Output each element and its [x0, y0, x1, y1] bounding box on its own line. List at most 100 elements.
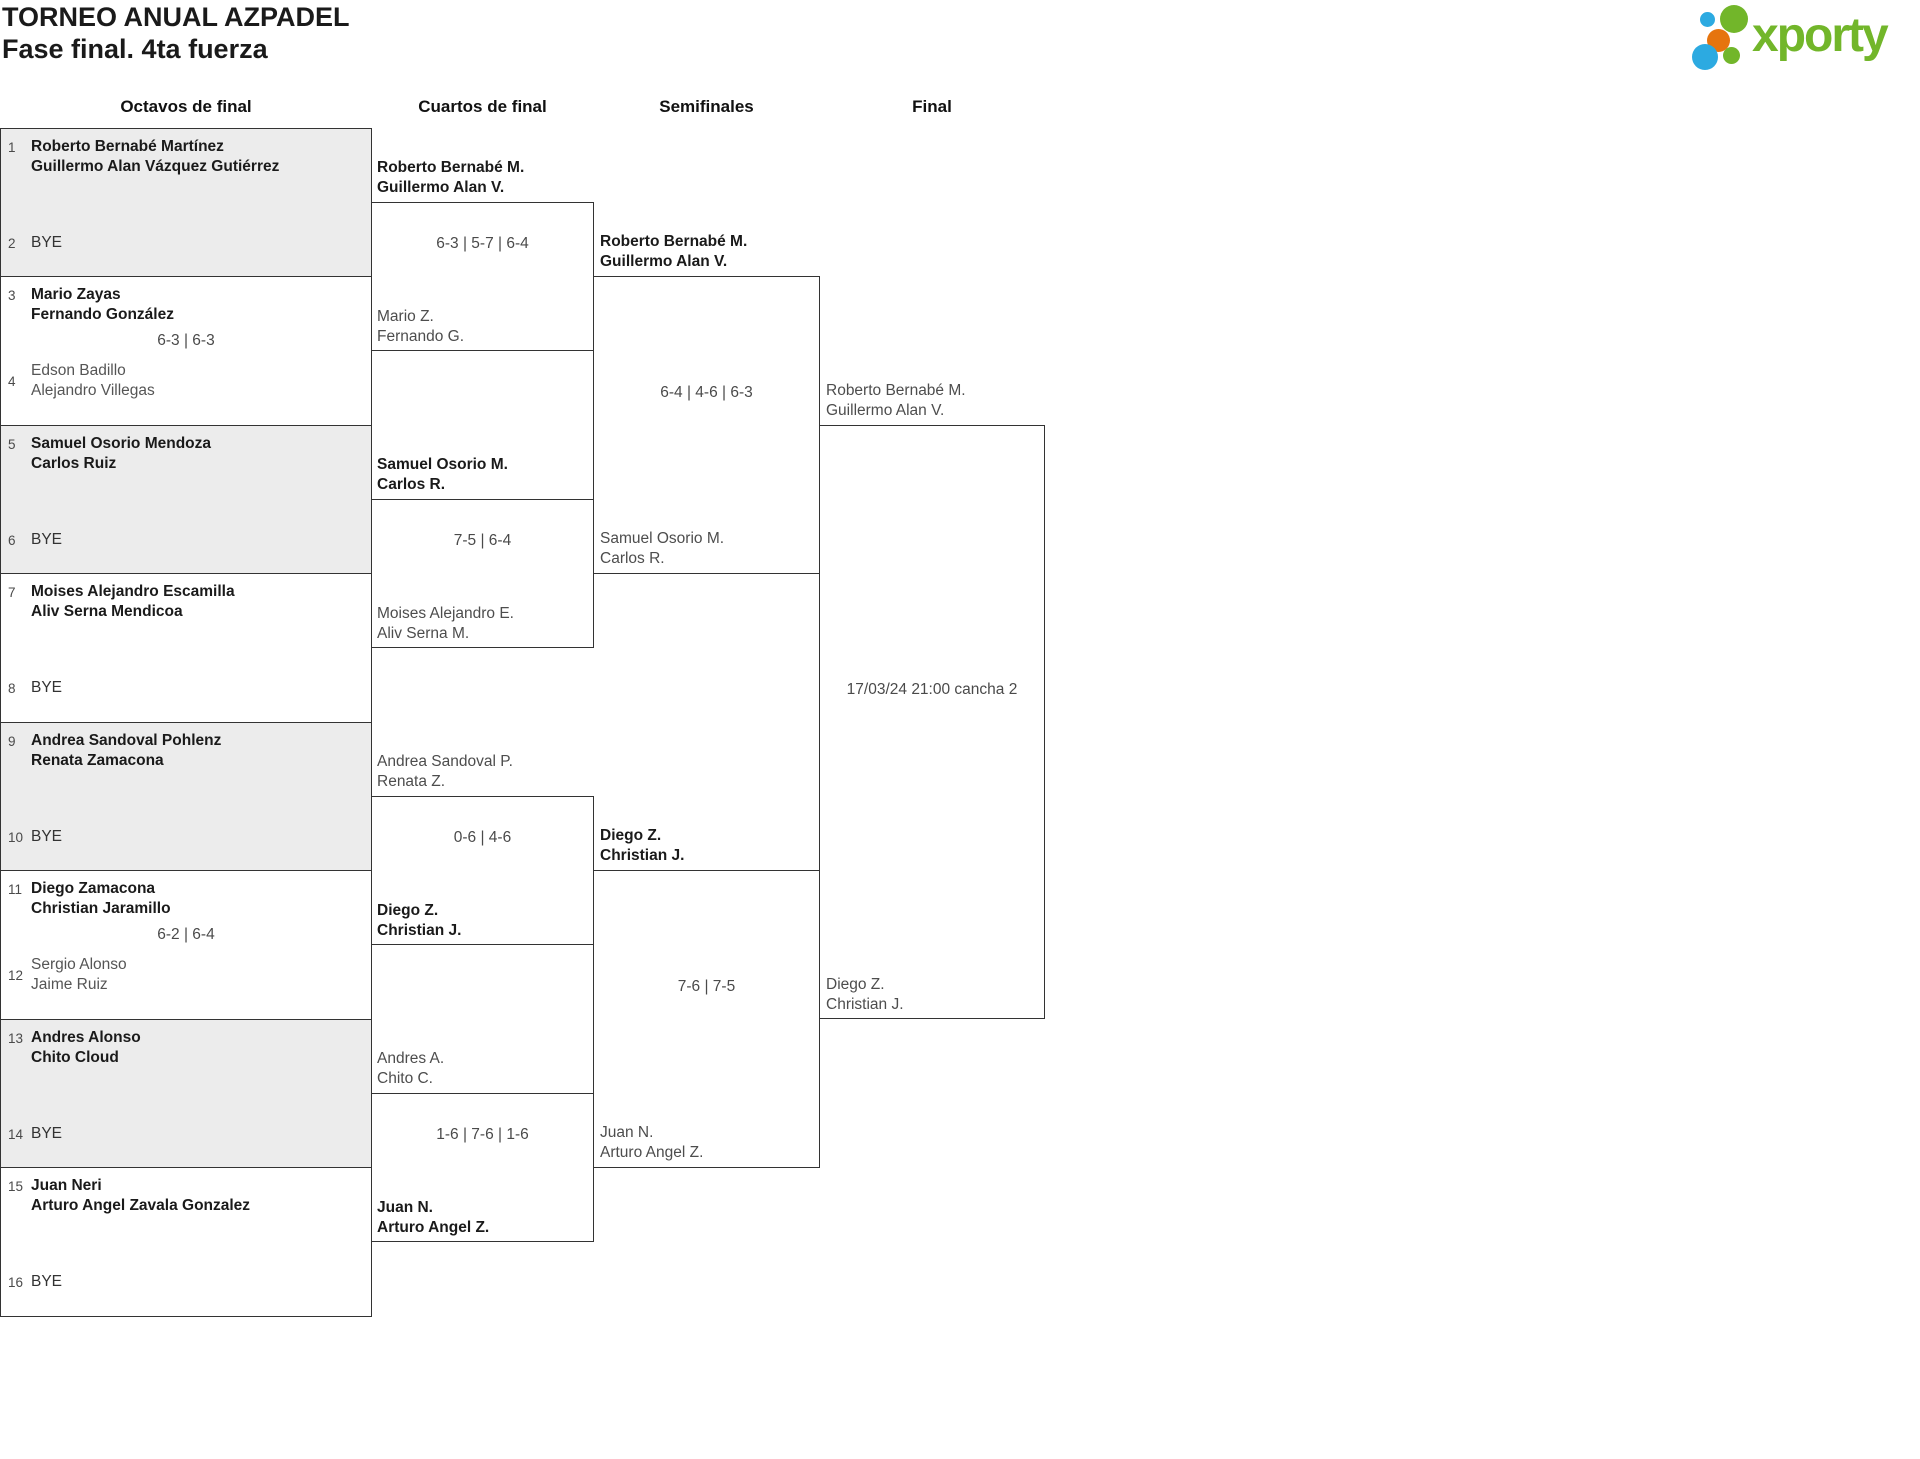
qf2-top-team: Samuel Osorio M.Carlos R.	[377, 456, 508, 493]
xporty-logo-text: xporty	[1752, 9, 1889, 62]
seed-number: 3	[8, 288, 16, 303]
sf2-bottom-team: Juan N.Arturo Angel Z.	[600, 1124, 704, 1161]
seed-number: 5	[8, 437, 16, 452]
team-name: Moises Alejandro Escamilla	[31, 583, 235, 600]
seed-number: 14	[8, 1126, 24, 1142]
team-name: BYE	[31, 234, 63, 251]
team-name: Chito Cloud	[31, 1049, 119, 1066]
team-name: BYE	[31, 1273, 63, 1290]
team-entry: 6 BYE	[8, 530, 365, 550]
team-name: BYE	[31, 531, 63, 548]
r16-match-6-score: 6-2 | 6-4	[157, 926, 215, 943]
team-name: BYE	[31, 828, 63, 845]
team-name: Juan Neri	[31, 1177, 102, 1194]
qf1-top-team: Roberto Bernabé M.Guillermo Alan V.	[377, 159, 525, 196]
qf3-score: 0-6 | 4-6	[453, 829, 512, 846]
team-entry: 10 BYE	[8, 827, 365, 847]
final-top-team: Roberto Bernabé M.Guillermo Alan V.	[826, 382, 966, 419]
team-name: Diego Zamacona	[31, 880, 156, 897]
sf-match-2[interactable]	[593, 870, 820, 1168]
seed-number: 2	[8, 235, 16, 251]
sf1-top-team: Roberto Bernabé M.Guillermo Alan V.	[600, 233, 748, 270]
team-name: Christian Jaramillo	[31, 900, 171, 917]
team-name: Carlos Ruiz	[31, 455, 117, 472]
team-name: Renata Zamacona	[31, 752, 164, 769]
page-subtitle: Fase final. 4ta fuerza	[2, 34, 268, 64]
qf4-bottom-team: Juan N.Arturo Angel Z.	[377, 1199, 490, 1236]
seed-number: 16	[8, 1274, 24, 1290]
seed-number: 11	[8, 882, 23, 897]
seed-number: 10	[8, 829, 24, 845]
team-name: Arturo Angel Zavala Gonzalez	[31, 1197, 251, 1214]
sf1-bottom-team: Samuel Osorio M.Carlos R.	[600, 530, 725, 567]
qf2-bottom-team: Moises Alejandro E.Aliv Serna M.	[377, 605, 514, 642]
qf1-score: 6-3 | 5-7 | 6-4	[436, 235, 529, 252]
final-bottom-team: Diego Z.Christian J.	[826, 976, 904, 1013]
qf1-bottom-team: Mario Z.Fernando G.	[377, 308, 465, 345]
logo-dot-green-large	[1720, 5, 1748, 33]
seed-number: 12	[8, 967, 24, 983]
seed-number: 15	[8, 1179, 24, 1194]
team-name: Jaime Ruiz	[31, 976, 108, 993]
team-name: Fernando González	[31, 306, 174, 323]
r16-match-2-score: 6-3 | 6-3	[157, 332, 215, 349]
page-title: TORNEO ANUAL AZPADEL	[2, 2, 350, 32]
round-header-final: Final	[912, 97, 952, 116]
seed-number: 8	[8, 680, 16, 696]
final-match[interactable]	[819, 425, 1045, 1019]
seed-number: 1	[8, 140, 16, 155]
logo-dot-blue-small	[1700, 12, 1715, 27]
team-entry: 14 BYE	[8, 1124, 365, 1144]
round-header-cuartos: Cuartos de final	[418, 97, 547, 116]
round-header-semifinales: Semifinales	[659, 97, 754, 116]
logo-dot-blue-large	[1692, 44, 1718, 70]
seed-number: 9	[8, 734, 16, 749]
team-name: Edson Badillo	[31, 362, 126, 379]
qf3-top-team: Andrea Sandoval P.Renata Z.	[377, 753, 513, 790]
qf3-bottom-team: Diego Z.Christian J.	[377, 902, 462, 939]
qf4-top-team: Andres A.Chito C.	[377, 1050, 445, 1087]
team-name: Andres Alonso	[31, 1029, 141, 1046]
seed-number: 7	[8, 585, 16, 600]
team-name: Sergio Alonso	[31, 956, 127, 973]
sf2-score: 7-6 | 7-5	[677, 978, 736, 995]
team-name: Alejandro Villegas	[31, 382, 155, 399]
seed-number: 6	[8, 532, 16, 548]
round-header-octavos: Octavos de final	[120, 97, 252, 116]
seed-number: 4	[8, 373, 16, 389]
team-name: Andrea Sandoval Pohlenz	[31, 732, 222, 749]
xporty-logo[interactable]: xporty	[1686, 2, 1918, 78]
sf1-score: 6-4 | 4-6 | 6-3	[660, 384, 753, 401]
sf2-top-team: Diego Z.Christian J.	[600, 827, 685, 864]
qf4-score: 1-6 | 7-6 | 1-6	[436, 1126, 529, 1143]
team-name: Guillermo Alan Vázquez Gutiérrez	[31, 158, 280, 175]
team-entry: 2 BYE	[8, 233, 365, 253]
team-name: Roberto Bernabé Martínez	[31, 138, 224, 155]
qf2-score: 7-5 | 6-4	[453, 532, 512, 549]
team-name: BYE	[31, 679, 63, 696]
seed-number: 13	[8, 1031, 24, 1046]
team-name: Mario Zayas	[31, 286, 121, 303]
logo-dot-green-small	[1723, 47, 1740, 64]
team-entry: 16 BYE	[8, 1272, 365, 1292]
team-entry: 8 BYE	[8, 678, 365, 698]
